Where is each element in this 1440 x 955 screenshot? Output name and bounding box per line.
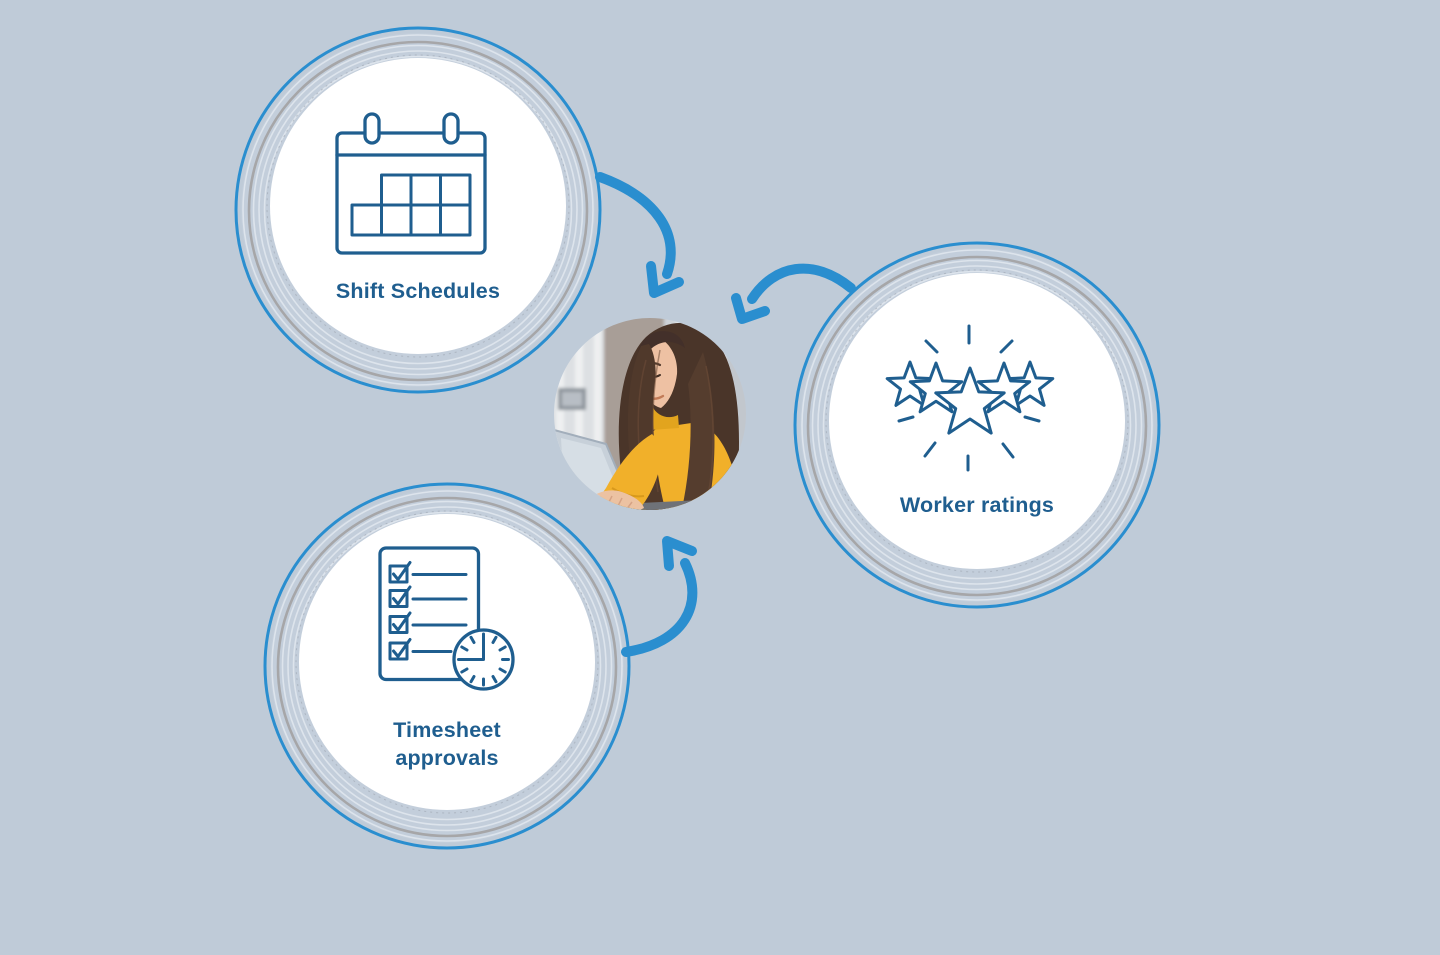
ring-ripples	[801, 249, 1153, 601]
ring-ripples	[242, 34, 594, 386]
burst-lines	[897, 324, 1041, 472]
node-timesheet-approvals: Timesheet approvals	[263, 482, 631, 850]
blue-ring	[263, 482, 631, 850]
gray-ring	[276, 496, 618, 838]
arrow-shaft	[747, 263, 856, 304]
node-worker-ratings: Worker ratings	[793, 241, 1161, 609]
worker-ratings-label: Worker ratings	[900, 493, 1054, 517]
sweater-collar	[650, 406, 679, 430]
star-center	[934, 366, 1006, 435]
arrow-head	[662, 536, 697, 571]
clock-hands	[463, 639, 485, 661]
calendar-icon	[335, 112, 487, 255]
arrow-shift-schedules-to-center	[595, 172, 684, 298]
ring-ripples	[271, 490, 623, 842]
star-outer-right	[1005, 360, 1055, 407]
arrow-shaft	[621, 558, 698, 657]
connector-arrows	[595, 172, 856, 657]
gray-ring	[806, 255, 1148, 597]
checklist-clock-icon	[378, 546, 515, 691]
dashed-ring	[825, 269, 1129, 573]
arrow-timesheet-approvals-to-center	[621, 536, 698, 657]
star-inner-left	[908, 361, 964, 414]
arrow-head	[646, 261, 684, 298]
shift-schedules-label: Shift Schedules	[336, 279, 500, 303]
dashed-ring	[295, 510, 599, 814]
blue-ring	[793, 241, 1161, 609]
arrow-shaft	[595, 172, 676, 279]
calendar-grid	[350, 173, 472, 237]
clock-ticks	[457, 632, 510, 687]
star-inner-right	[976, 361, 1032, 414]
arrow-head	[731, 293, 770, 324]
gray-ring	[247, 40, 589, 382]
timesheet-approvals-label-line2: approvals	[395, 746, 498, 770]
calendar-binder-right	[442, 112, 460, 145]
dashed-ring	[266, 54, 570, 358]
hair-strand-right	[681, 352, 715, 510]
node-shift-schedules: Shift Schedules	[234, 26, 602, 394]
calendar-body	[335, 131, 487, 255]
star-outer-left	[885, 360, 935, 407]
blue-ring	[234, 26, 602, 394]
arrow-worker-ratings-to-center	[731, 263, 856, 324]
stars	[885, 360, 1055, 435]
calendar-binder-left	[363, 112, 381, 145]
checklist-rows	[388, 561, 468, 661]
three-stars-burst-icon	[885, 324, 1055, 472]
timesheet-approvals-label-line1: Timesheet	[393, 718, 501, 742]
clock	[452, 628, 515, 691]
hair-fringe	[638, 331, 685, 358]
